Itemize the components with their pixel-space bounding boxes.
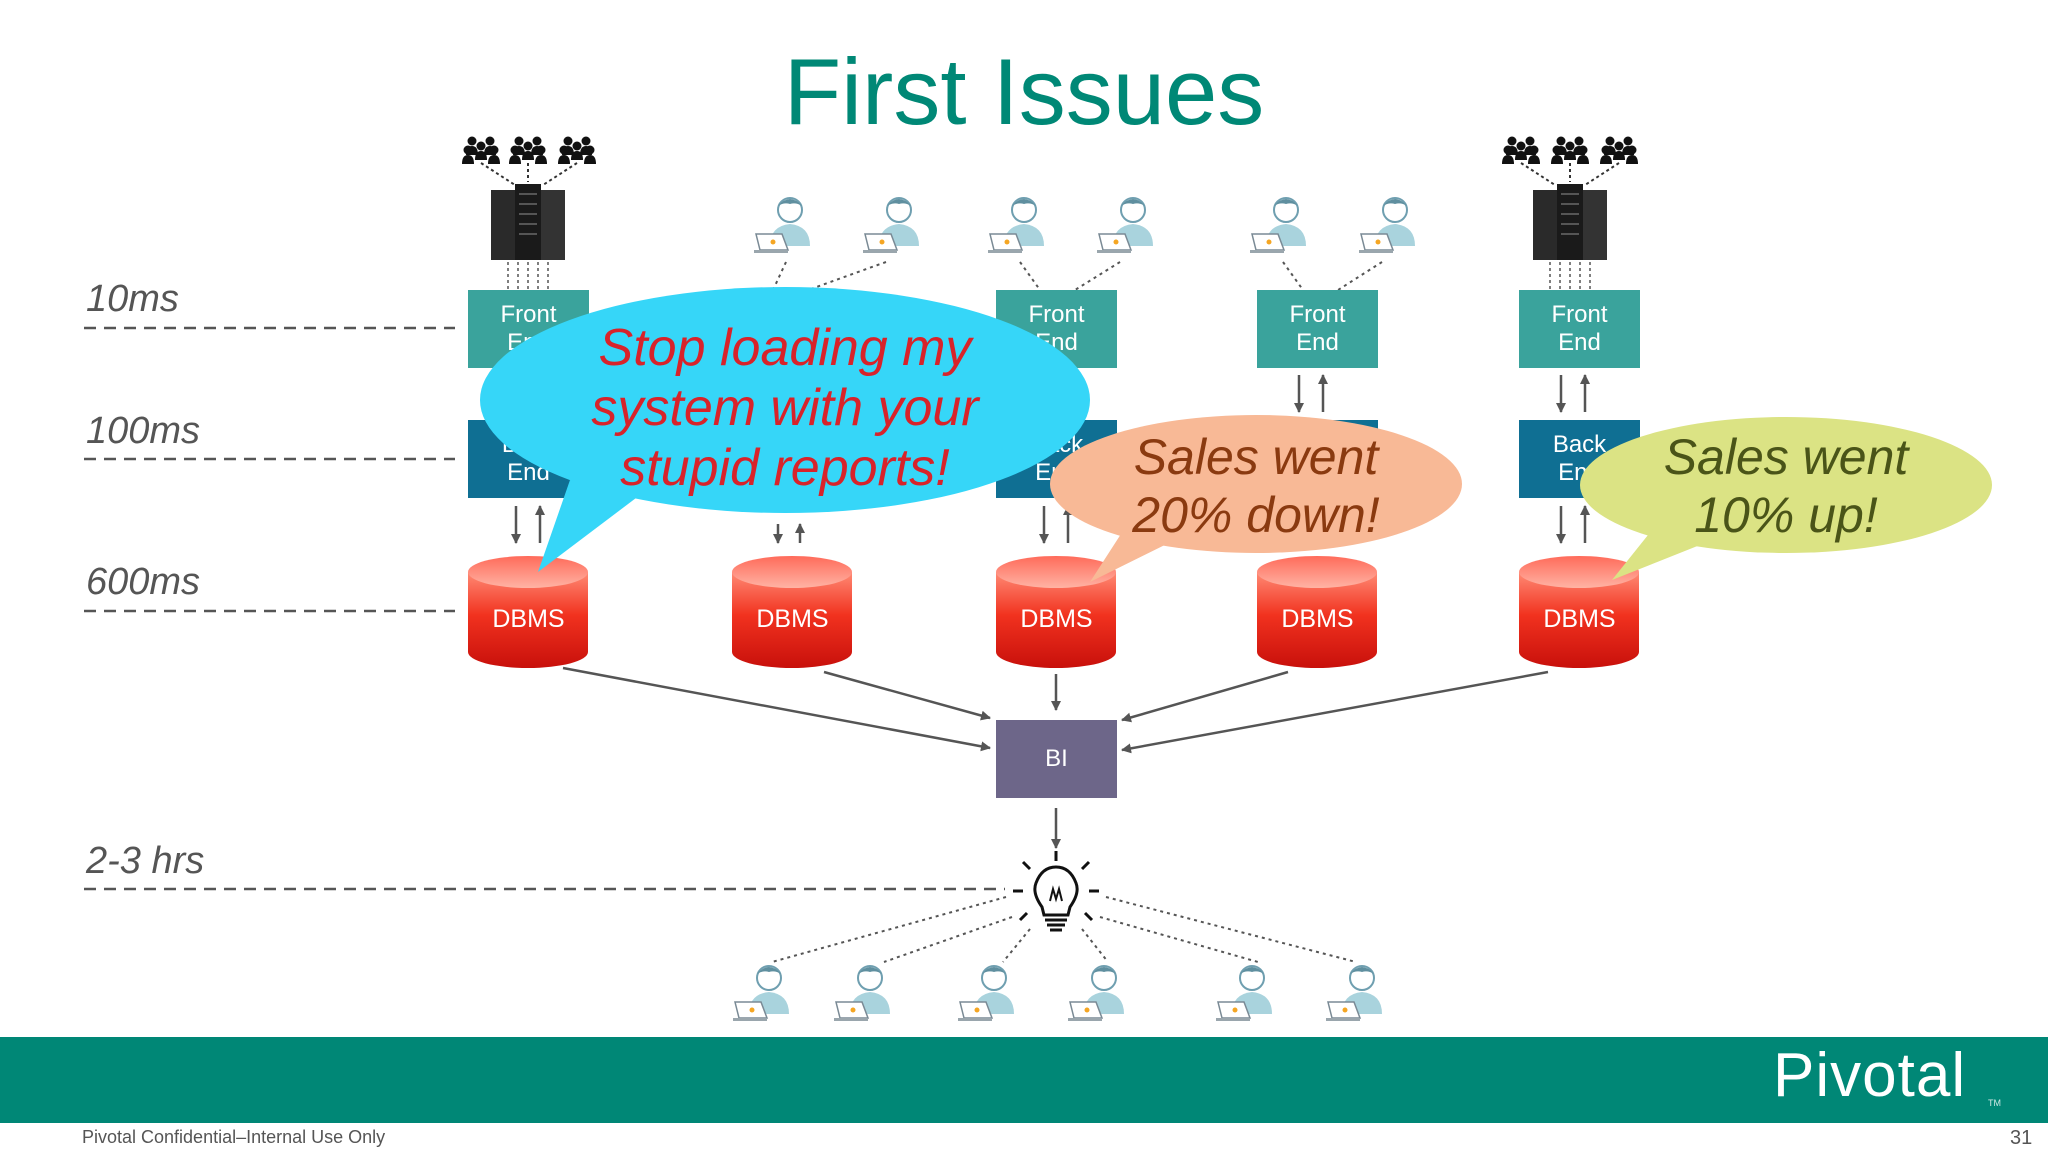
dbms-cylinder <box>468 572 588 668</box>
dbms-cylinder-top <box>1519 556 1639 588</box>
dbms-group <box>468 556 1639 668</box>
logo-trademark: TM <box>1988 1098 2001 1108</box>
top-users <box>753 197 1416 291</box>
front-end-box: Front End <box>1257 290 1378 368</box>
dbms-cylinder <box>1257 572 1377 668</box>
latency-label-600ms: 600ms <box>86 561 201 603</box>
slide-title: First Issues <box>783 39 1265 144</box>
lightbulb-icon <box>1013 851 1099 932</box>
dbms-cylinder <box>732 572 852 668</box>
dbms-cylinder-top <box>1257 556 1377 588</box>
dbms-cylinder-top <box>468 556 588 588</box>
bubble-blue <box>480 287 1090 572</box>
bi-box: BI <box>996 720 1117 798</box>
dbms-label: DBMS <box>1281 605 1354 633</box>
crowd-icon-group-left <box>462 137 596 290</box>
front-end-box: Front End <box>1519 290 1640 368</box>
page-number: 31 <box>2010 1127 2033 1149</box>
confidentiality-note: Pivotal Confidential–Internal Use Only <box>82 1127 386 1147</box>
pivotal-logo: Pivotal <box>1773 1041 1967 1110</box>
latency-label-100ms: 100ms <box>86 410 201 452</box>
bottom-users <box>732 896 1383 1022</box>
dbms-label: DBMS <box>1020 605 1093 633</box>
dbms-label: DBMS <box>1543 605 1616 633</box>
latency-label-2-3hrs: 2-3 hrs <box>86 840 205 882</box>
dbms-label: DBMS <box>756 605 829 633</box>
bubble-green <box>1580 417 1992 580</box>
bubble-orange <box>1050 415 1462 582</box>
dbms-cylinder-top <box>996 556 1116 588</box>
bubble-text-sales-down: Sales went 20% down! <box>1132 429 1380 543</box>
etl-arrows <box>562 666 1549 849</box>
dbms-cylinder <box>996 572 1116 668</box>
dbms-label: DBMS <box>492 605 565 633</box>
footer-band <box>0 1037 2048 1123</box>
latency-label-10ms: 10ms <box>86 278 179 320</box>
back-end-box: Back End <box>1519 420 1640 498</box>
bubble-text-sales-up: Sales went 10% up! <box>1663 429 1909 543</box>
latency-guides <box>84 326 1005 891</box>
crowd-icon-group-right <box>1502 137 1638 290</box>
dbms-cylinder <box>1519 572 1639 668</box>
bubble-text-reports: Stop loading my system with your stupid … <box>591 319 979 497</box>
dbms-cylinder-top <box>732 556 852 588</box>
